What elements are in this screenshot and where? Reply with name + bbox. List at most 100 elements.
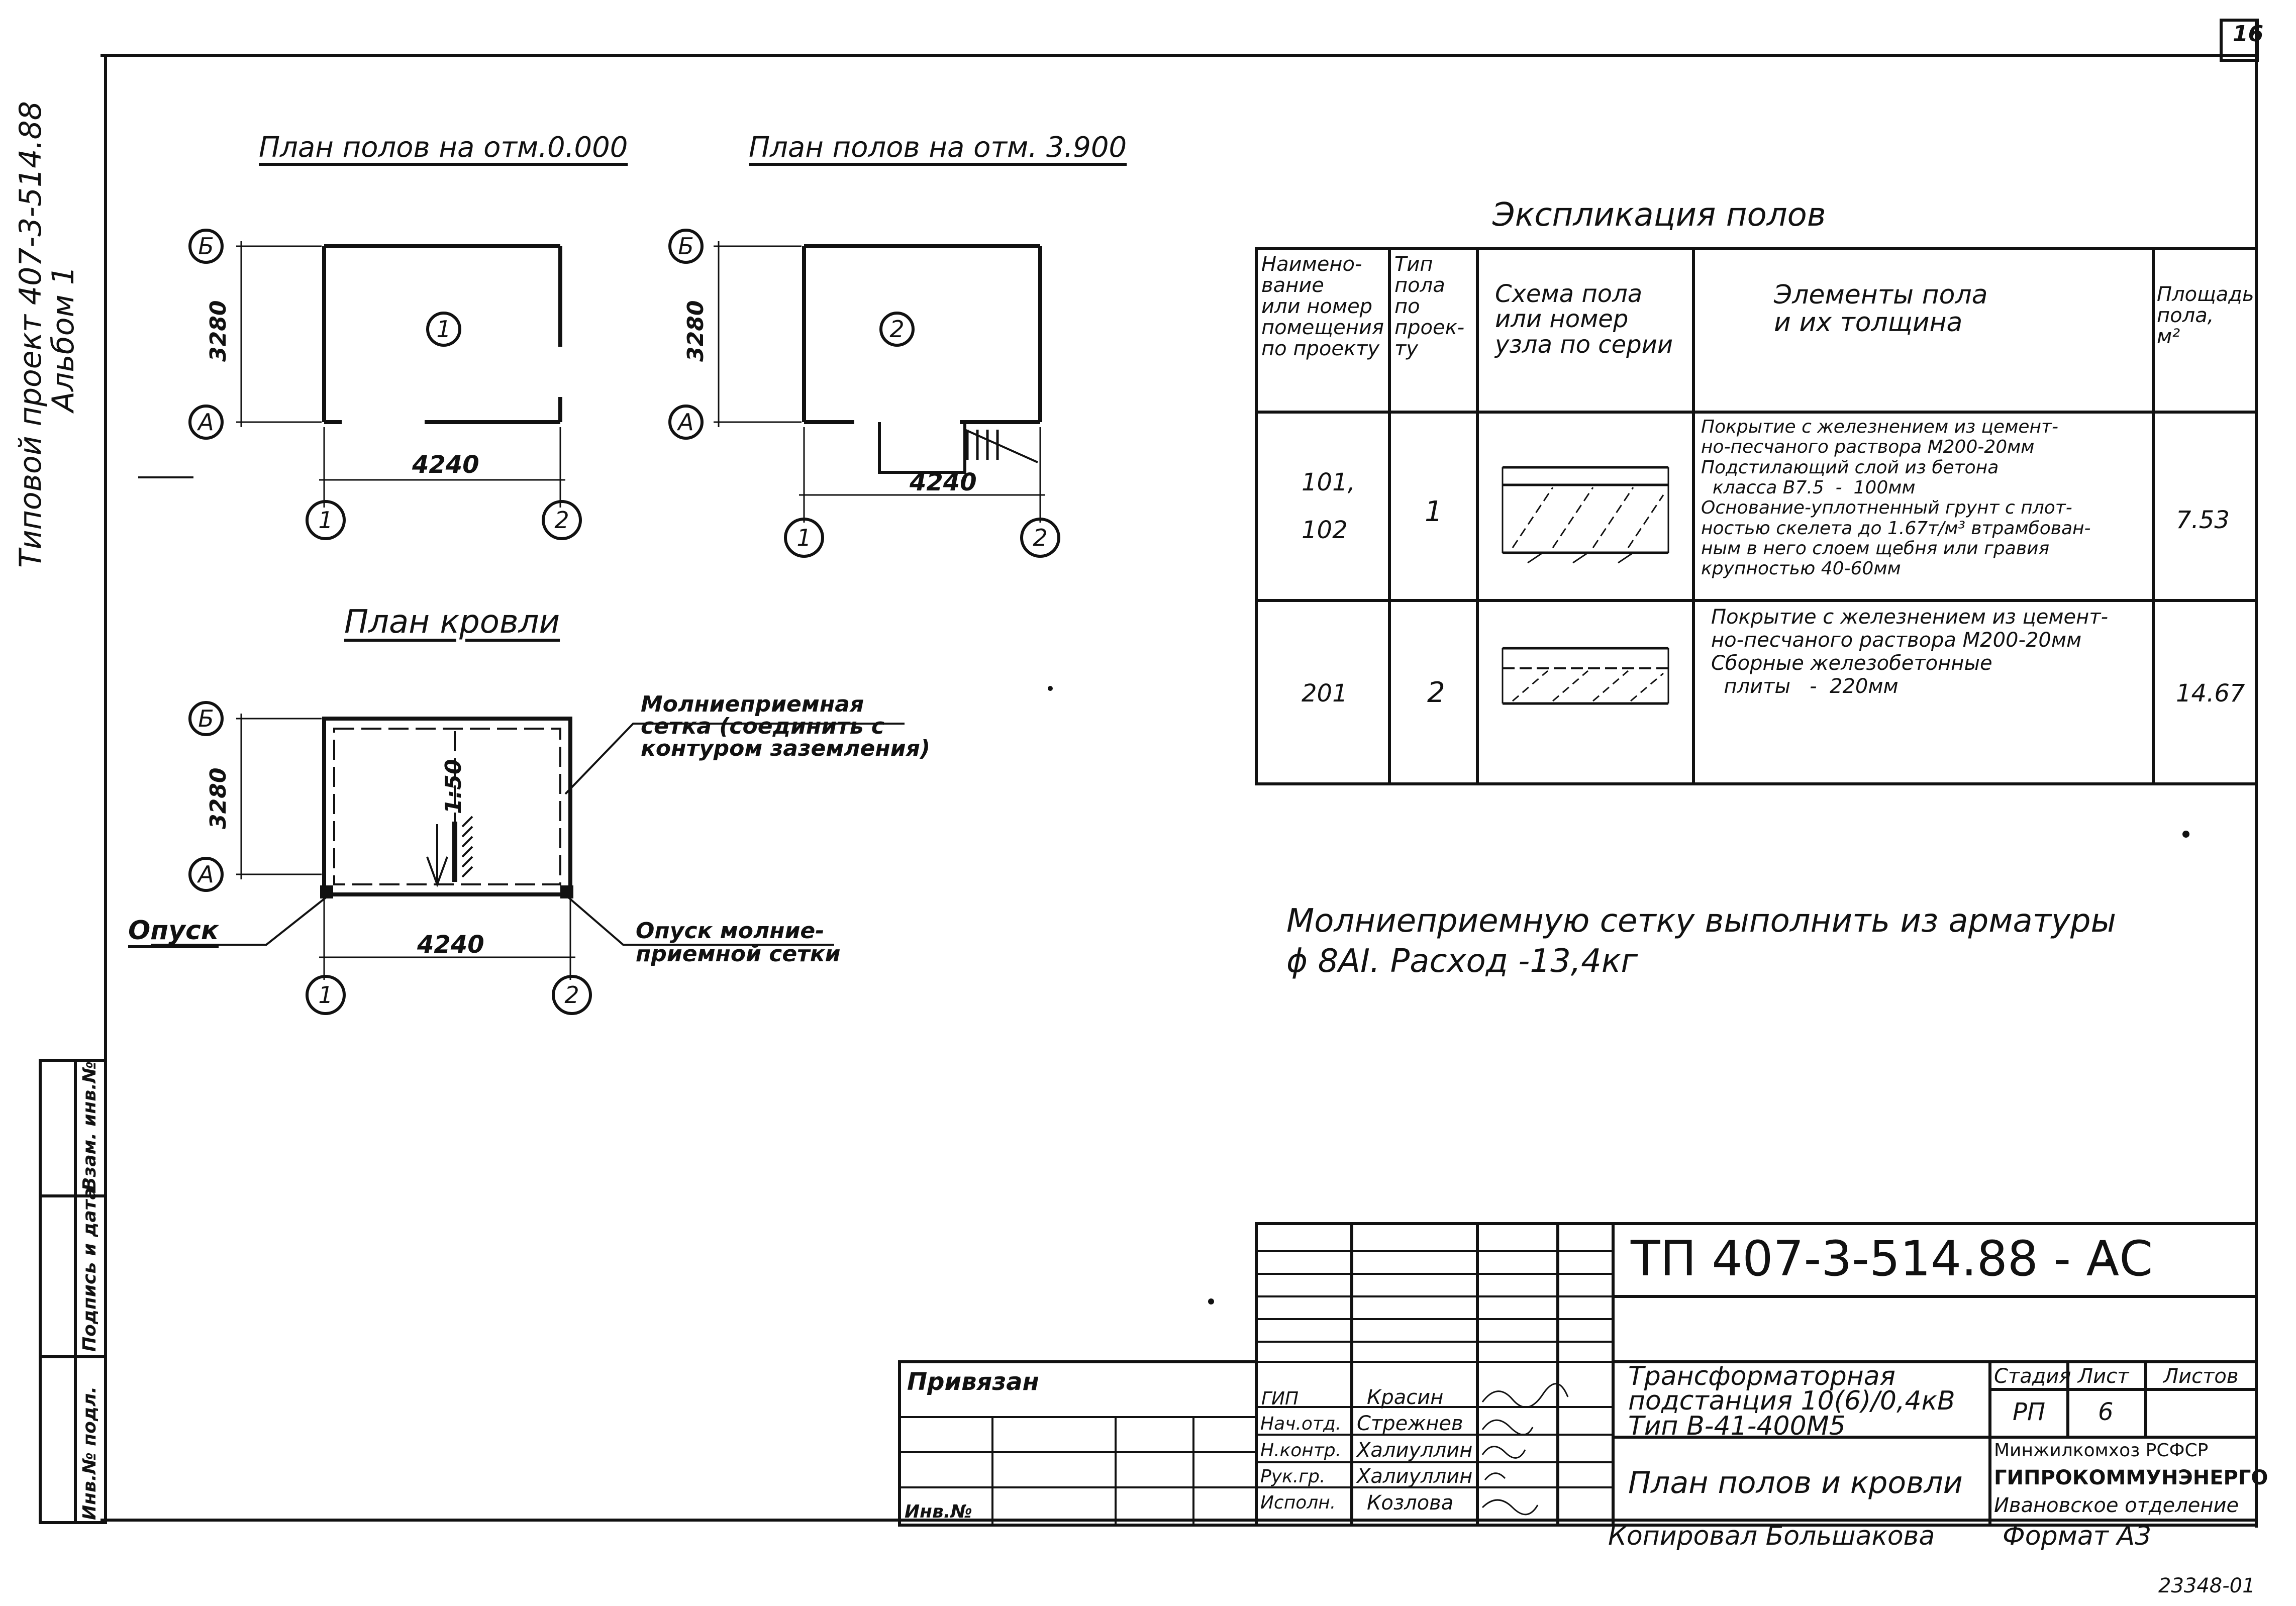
explication-header-scheme: Схема пола или номер узла по серии — [1495, 280, 1673, 359]
roof-callout-downpipe-left: Опуск — [128, 916, 219, 946]
explication-title: Экспликация полов — [1492, 196, 1826, 234]
object-name: Трансформаторная подстанция 10(6)/0,4кВ … — [1628, 1361, 1955, 1441]
explication-header-room: Наимено- вание или номер помещения по пр… — [1261, 253, 1384, 360]
plan2-axis-a-label: А — [678, 409, 694, 436]
row2-type: 2 — [1427, 676, 1445, 709]
plan2-room-marker: 2 — [879, 312, 915, 347]
sheet-number-box — [2220, 19, 2259, 62]
plan1-dim-vertical: 3280 — [206, 300, 231, 362]
plan2-axis-2-label: 2 — [1033, 524, 1048, 551]
note-line1: Молниеприемную сетку выполнить из армату… — [1286, 902, 2117, 940]
plan2-room-label: 2 — [889, 316, 905, 343]
plan1-axis-2-marker: 2 — [542, 500, 582, 540]
roof-callout-mesh: Молниеприемная сетка (соединить с контур… — [641, 691, 930, 761]
role-executor: Исполн. — [1260, 1492, 1336, 1513]
floor-scheme-2 — [1502, 647, 1669, 705]
col-sheet-label: Лист — [2078, 1365, 2129, 1388]
roof-slope-label: 1:50 — [441, 759, 466, 814]
name-group-lead: Халиуллин — [1357, 1465, 1473, 1488]
explication-header-type: Тип пола по проек- ту — [1394, 253, 1465, 360]
inv-label: Инв.№ — [905, 1501, 972, 1522]
drawing-code: ТП 407-3-514.88 - АС — [1631, 1231, 2153, 1287]
role-norm-control: Н.контр. — [1260, 1440, 1342, 1461]
tied-label: Привязан — [907, 1368, 1039, 1396]
title-block-lines — [898, 1222, 2258, 1527]
roof-dim-horizontal: 4240 — [417, 931, 484, 959]
roof-plan-title: План кровли — [344, 604, 560, 641]
plan1-axis-a-label: А — [198, 409, 214, 436]
row1-elements: Покрытие с железнением из цемент- но-пес… — [1701, 417, 2091, 579]
plan2-axis-1-marker: 1 — [784, 518, 824, 558]
roof-axis-2-marker: 2 — [552, 975, 592, 1015]
plan1-axis-1-marker: 1 — [306, 500, 346, 540]
name-head-dept: Стрежнев — [1357, 1412, 1463, 1435]
plan1-drawing — [236, 241, 565, 508]
signatures — [1481, 1383, 1569, 1516]
role-gip: ГИП — [1261, 1388, 1299, 1409]
roof-callout-downpipe-right: Опуск молние- приемной сетки — [636, 918, 841, 967]
sheet-number: 16 — [2233, 21, 2264, 47]
plan1-room-marker: 1 — [426, 312, 461, 347]
side-title-line2: Альбом 1 — [46, 266, 81, 412]
plan2-title: План полов на отм. 3.900 — [749, 131, 1127, 164]
side-stamp-replace-inv: Взам. инв.№ — [79, 1061, 100, 1191]
plan1-title: План полов на отм.0.000 — [259, 131, 628, 164]
roof-dim-vertical: 3280 — [206, 767, 231, 829]
org-line1: Минжилкомхоз РСФСР — [1994, 1440, 2209, 1461]
row1-rooms-a: 101, — [1302, 468, 1355, 496]
copied-by: Копировал Большакова — [1608, 1521, 1935, 1551]
plan2-drawing — [714, 241, 1045, 523]
row1-rooms-b: 102 — [1302, 516, 1348, 544]
plan2-dim-horizontal: 4240 — [910, 468, 977, 496]
row1-area: 7.53 — [2176, 506, 2230, 534]
roof-plan-drawing — [151, 714, 905, 980]
name-gip: Красин — [1367, 1386, 1444, 1409]
drawing-name: План полов и кровли — [1628, 1465, 1963, 1500]
side-title-line1: Типовой проект 407-3-514.88 — [13, 101, 48, 568]
role-head-dept: Нач.отд. — [1260, 1414, 1342, 1434]
roof-axis-a-label: А — [198, 861, 214, 888]
plan1-axis-b-label: Б — [198, 233, 214, 260]
roof-axis-2-label: 2 — [564, 981, 579, 1009]
row2-elements: Покрытие с железнением из цемент- но-пес… — [1711, 606, 2108, 698]
plan2-axis-1-label: 1 — [796, 524, 812, 551]
note-line2: ϕ 8АI. Расход -13,4кг — [1286, 943, 1638, 980]
col-sheets-label: Листов — [2163, 1365, 2239, 1388]
stage-value: РП — [2013, 1398, 2046, 1426]
role-group-lead: Рук.гр. — [1260, 1466, 1326, 1487]
plan2-axis-b-label: Б — [678, 233, 694, 260]
plan2-axis-2-marker: 2 — [1020, 518, 1060, 558]
side-stamp-sign-date: Подпись и дата — [79, 1187, 100, 1352]
plan1-axis-2-label: 2 — [554, 507, 569, 534]
paper-format: Формат А3 — [2003, 1521, 2152, 1551]
plan2-dim-vertical: 3280 — [683, 300, 709, 362]
org-line2: ГИПРОКОММУНЭНЕРГО — [1994, 1466, 2268, 1489]
col-stage-label: Стадия — [1994, 1365, 2071, 1388]
side-stamp-inv-orig: Инв.№ подл. — [79, 1386, 100, 1520]
roof-axis-a-marker: А — [188, 857, 224, 892]
row2-rooms: 201 — [1302, 679, 1348, 708]
floor-scheme-1 — [1502, 466, 1669, 564]
explication-table-lines — [1255, 247, 2258, 785]
roof-axis-1-marker: 1 — [306, 975, 346, 1015]
name-executor: Козлова — [1367, 1491, 1454, 1515]
plan1-dim-horizontal: 4240 — [412, 451, 479, 479]
roof-axis-b-label: Б — [198, 705, 214, 732]
row1-type: 1 — [1425, 495, 1443, 528]
plan1-axis-1-label: 1 — [318, 507, 333, 534]
explication-header-area: Площадь пола, м² — [2157, 283, 2254, 348]
roof-axis-b-marker: Б — [188, 701, 224, 736]
org-line3: Ивановское отделение — [1994, 1494, 2239, 1517]
archive-number: 23348-01 — [2158, 1574, 2255, 1597]
plan1-axis-b-marker: Б — [188, 229, 224, 264]
explication-header-elements: Элементы пола и их толщина — [1774, 280, 1988, 338]
plan1-room-label: 1 — [436, 316, 451, 343]
plan1-axis-a-marker: А — [188, 405, 224, 440]
sheet-value: 6 — [2098, 1398, 2114, 1426]
plan2-axis-b-marker: Б — [668, 229, 704, 264]
name-norm-control: Халиуллин — [1357, 1439, 1473, 1462]
plan2-axis-a-marker: А — [668, 405, 704, 440]
side-stamp-frame — [39, 1059, 107, 1524]
row2-area: 14.67 — [2176, 679, 2245, 708]
